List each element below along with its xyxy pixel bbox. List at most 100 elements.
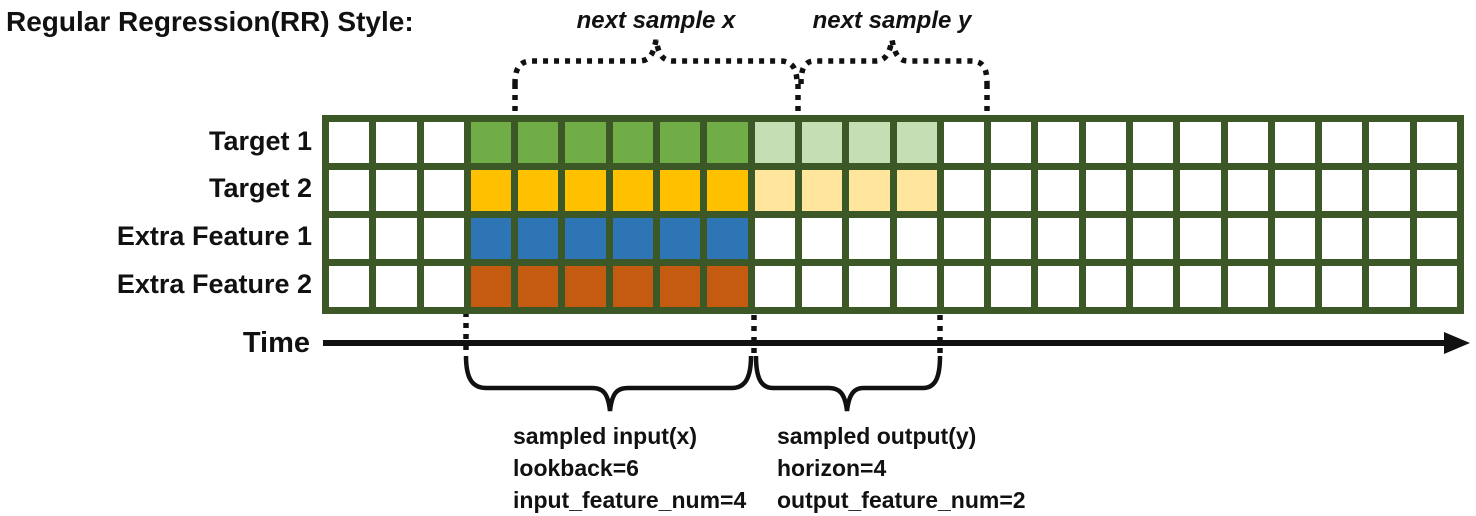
grid-cell [1369, 266, 1410, 307]
grid-cell [612, 122, 654, 163]
grid-cell [470, 170, 512, 211]
grid-cell [943, 266, 985, 307]
grid-cell [1274, 218, 1316, 259]
grid-cell [754, 170, 795, 211]
grid-cell [1180, 266, 1221, 307]
grid-cell [329, 218, 370, 259]
grid-cell [1038, 218, 1079, 259]
time-series-grid [322, 115, 1464, 314]
grid-cell [565, 266, 606, 307]
next-sample-y-brace [798, 39, 990, 85]
grid-cell [1085, 266, 1126, 307]
grid-cell [660, 122, 701, 163]
grid-cell [376, 218, 417, 259]
grid-cell [707, 170, 748, 211]
grid-cell [849, 122, 890, 163]
grid-cell [1085, 122, 1126, 163]
grid-cell [896, 170, 937, 211]
grid-cell [707, 266, 748, 307]
sampled-input-info: sampled input(x) lookback=6 input_featur… [513, 420, 746, 516]
grid-cell [1132, 266, 1174, 307]
grid-cell [612, 170, 654, 211]
grid-cell [1085, 218, 1126, 259]
grid-cell [423, 218, 464, 259]
grid-cell [1132, 218, 1174, 259]
grid-cell [1322, 266, 1363, 307]
grid-cell [707, 218, 748, 259]
grid-cell [943, 122, 985, 163]
row-label-extra-feature-1: Extra Feature 1 [116, 221, 312, 251]
next-sample-x-label: next sample x [576, 7, 736, 34]
input-feature-num: input_feature_num=4 [513, 487, 747, 513]
grid-cell [1322, 170, 1363, 211]
sampled-output-brace [753, 355, 943, 412]
grid-cell [329, 266, 370, 307]
grid-cell [991, 170, 1032, 211]
grid-cell [1274, 170, 1316, 211]
row-label-extra-feature-2: Extra Feature 2 [116, 269, 312, 299]
row-label-target-2: Target 2 [208, 173, 312, 203]
grid-cell [754, 122, 795, 163]
grid-cell [1180, 218, 1221, 259]
grid-cell [1180, 170, 1221, 211]
grid-cell [707, 122, 748, 163]
grid-cell [1274, 266, 1316, 307]
grid-cell [1085, 170, 1126, 211]
grid-cell [518, 122, 559, 163]
sampled-input-brace [463, 355, 754, 412]
grid-cell [1227, 266, 1268, 307]
grid-cell [660, 266, 701, 307]
grid-cell [754, 266, 795, 307]
grid-cell [470, 218, 512, 259]
grid-cell [1038, 170, 1079, 211]
grid-cell [518, 218, 559, 259]
time-axis-arrowhead [1444, 332, 1470, 354]
row-label-target-1: Target 1 [208, 126, 312, 156]
grid-cell [565, 122, 606, 163]
sampled-output-title: sampled output(y) [777, 423, 977, 449]
grid-cell [896, 122, 937, 163]
grid-cell [660, 218, 701, 259]
grid-cell [376, 170, 417, 211]
grid-cell [423, 170, 464, 211]
grid-cell [1369, 122, 1410, 163]
grid-cell [470, 122, 512, 163]
grid-cell [423, 122, 464, 163]
grid-cell [1038, 266, 1079, 307]
grid-cell [801, 122, 843, 163]
next-sample-y-label: next sample y [812, 7, 972, 34]
grid-cell [376, 266, 417, 307]
grid-cell [329, 170, 370, 211]
grid-cell [1038, 122, 1079, 163]
grid-cell [801, 218, 843, 259]
grid-cell [518, 170, 559, 211]
time-axis-label: Time [242, 327, 310, 359]
page-title: Regular Regression(RR) Style: [6, 6, 414, 37]
grid-cell [1132, 170, 1174, 211]
grid-cell [849, 266, 890, 307]
grid-cell [1322, 218, 1363, 259]
grid-cell [1274, 122, 1316, 163]
grid-cell [991, 218, 1032, 259]
grid-cell [801, 266, 843, 307]
grid-cell [518, 266, 559, 307]
next-sample-x-brace [512, 39, 800, 85]
grid-cell [612, 266, 654, 307]
grid-cell [1416, 266, 1457, 307]
grid-cell [801, 170, 843, 211]
grid-cell [943, 218, 985, 259]
grid-cell [376, 122, 417, 163]
grid-cell [1416, 122, 1457, 163]
grid-cell [1180, 122, 1221, 163]
grid-cell [1369, 170, 1410, 211]
grid-cell [1227, 218, 1268, 259]
grid-cell [329, 122, 370, 163]
grid-cell [612, 218, 654, 259]
grid-cell [660, 170, 701, 211]
grid-cell [1227, 122, 1268, 163]
grid-cell [754, 218, 795, 259]
lookback-value: lookback=6 [513, 455, 639, 481]
grid-cell [470, 266, 512, 307]
grid-cell [1322, 122, 1363, 163]
